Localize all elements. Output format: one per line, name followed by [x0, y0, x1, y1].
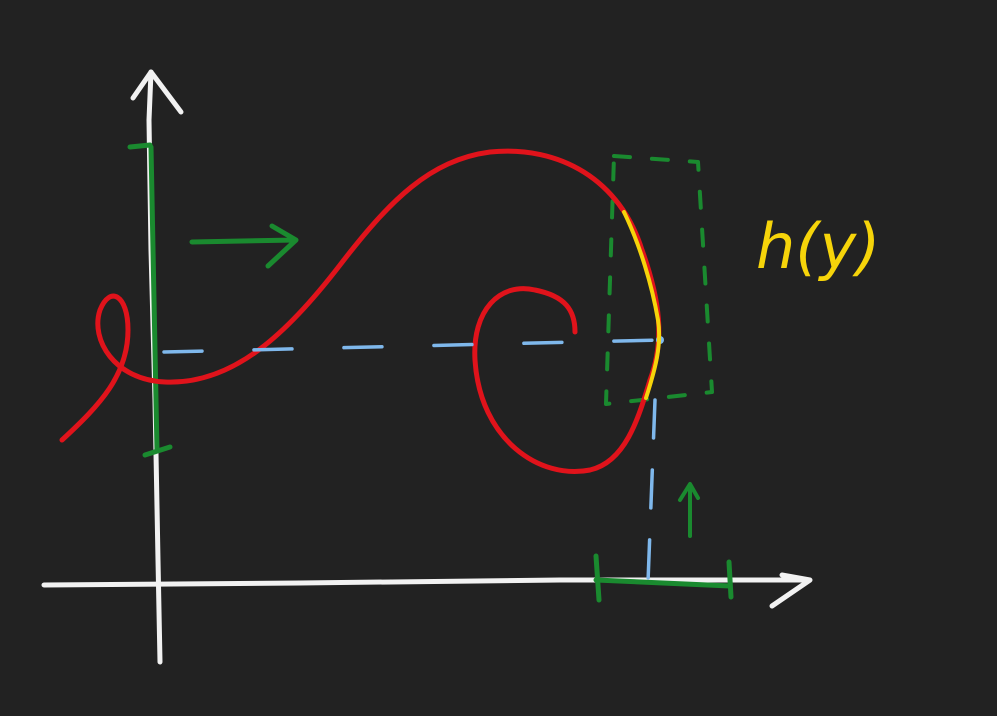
annotation-label: h(y): [756, 210, 880, 283]
curve-tail-loop: [59, 148, 662, 474]
dashed-bounding-box: [604, 154, 714, 406]
horizontal-projection: [162, 338, 662, 354]
vertical-projection: [646, 398, 657, 584]
highlighted-arc: [622, 210, 662, 400]
x-interval-segment: [593, 577, 733, 589]
construction-marks: [127, 142, 734, 603]
projection-lines: [162, 336, 664, 584]
x-interval-left-tick: [593, 553, 602, 603]
highlight: [622, 210, 662, 400]
right-arrow-icon: [189, 223, 299, 269]
y-axis-arrow-icon: [130, 69, 184, 115]
up-arrow-icon: [678, 482, 700, 538]
x-axis: [41, 577, 809, 588]
x-interval-right-tick: [726, 559, 734, 600]
y-interval-segment: [148, 144, 160, 453]
y-interval-bottom-tick: [142, 444, 173, 458]
x-axis-arrow-icon: [769, 572, 813, 609]
y-interval-top-tick: [127, 142, 153, 150]
curve: [59, 148, 662, 474]
